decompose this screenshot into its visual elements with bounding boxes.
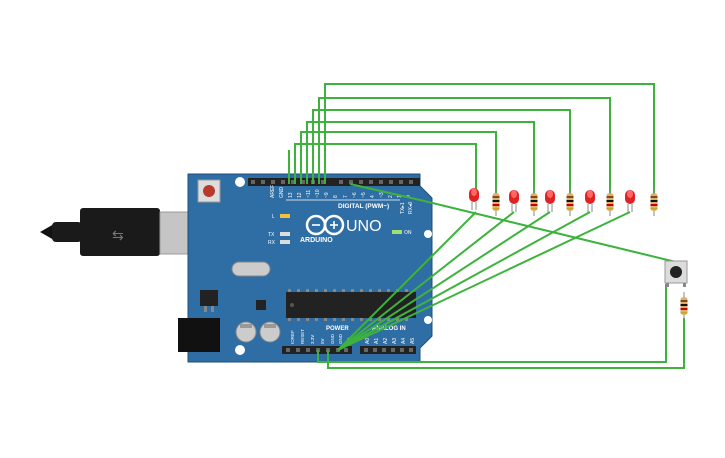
tx-arrow-label: TX▸1 — [400, 202, 406, 214]
usb-cable[interactable]: ⇆ — [40, 208, 191, 256]
wire[interactable] — [337, 211, 591, 351]
pin-label: A1 — [374, 338, 380, 344]
resistor[interactable] — [680, 292, 688, 320]
pin-label: 12 — [297, 192, 303, 198]
wire[interactable] — [337, 211, 477, 351]
resistor[interactable] — [606, 188, 614, 216]
model-label: UNO — [346, 218, 382, 235]
pin-label: ~6 — [352, 192, 358, 198]
pin-label: 8 — [333, 195, 339, 198]
reset-button[interactable] — [197, 179, 221, 203]
wire[interactable] — [312, 109, 571, 198]
pin-label: 7 — [343, 195, 349, 198]
rx-arrow-label: RX◂0 — [408, 202, 414, 214]
resistor-row — [492, 188, 688, 320]
arduino-uno-board[interactable]: AREF GND 13 12 ~11 ~10 ~9 8 7 ~6 ~5 4 ~3… — [178, 173, 433, 363]
wire — [294, 143, 477, 198]
resistor[interactable] — [492, 188, 500, 216]
wire[interactable] — [337, 211, 515, 351]
l-label: L — [272, 214, 275, 220]
led[interactable] — [545, 190, 555, 212]
brand-label: ARDUINO — [300, 237, 333, 244]
pin-label: ~11 — [306, 190, 312, 198]
rx-label: RX — [268, 240, 276, 246]
pin-label: A4 — [401, 338, 407, 344]
led[interactable] — [509, 190, 519, 212]
wire[interactable] — [318, 97, 611, 198]
pin-label: 2 — [388, 195, 394, 198]
pin-label: 4 — [370, 195, 376, 198]
wire[interactable] — [300, 131, 497, 198]
l-led-icon — [280, 214, 290, 218]
pin-label: ~5 — [361, 192, 367, 198]
wire[interactable] — [327, 318, 685, 369]
pushbutton[interactable] — [664, 260, 688, 287]
arduino-logo-icon — [305, 214, 345, 236]
wire[interactable] — [337, 211, 631, 351]
wire[interactable] — [306, 121, 535, 198]
wires[interactable] — [288, 83, 685, 369]
tx-label: TX — [268, 232, 275, 238]
resistor[interactable] — [530, 188, 538, 216]
rx-led-icon — [280, 240, 290, 244]
pin-label: 5V — [320, 338, 325, 344]
led[interactable] — [625, 190, 635, 212]
pin-label: ~3 — [379, 192, 385, 198]
power-jack[interactable] — [178, 318, 220, 352]
pin-label: A2 — [383, 338, 389, 344]
wire[interactable] — [317, 284, 667, 363]
pin-label: ~10 — [315, 189, 321, 198]
pin-label: GND — [330, 333, 335, 344]
pin-label: 1 — [397, 195, 403, 198]
wire[interactable] — [337, 211, 551, 351]
analog-label: ANALOG IN — [372, 326, 406, 332]
resistor[interactable] — [650, 188, 658, 216]
crystal-oscillator — [231, 261, 271, 277]
pin-label: 3.3V — [310, 335, 315, 344]
on-label: ON — [404, 230, 412, 236]
pin-label: ~9 — [324, 192, 330, 198]
pin-label: A3 — [392, 338, 398, 344]
digital-header-label: DIGITAL (PWM~) — [338, 203, 389, 210]
on-led-icon — [392, 230, 402, 234]
resistor[interactable] — [566, 188, 574, 216]
pin-label: A0 — [365, 338, 371, 344]
pin-label: RESET — [300, 329, 305, 344]
pin-label: GND — [338, 333, 343, 344]
digital-header[interactable] — [248, 178, 420, 186]
pin-label: IOREF — [290, 330, 295, 344]
pin-label: A5 — [410, 338, 416, 344]
power-label: POWER — [326, 326, 349, 332]
analog-header[interactable] — [360, 346, 416, 354]
pin-label: 13 — [288, 192, 294, 198]
voltage-regulator — [200, 290, 218, 306]
led[interactable] — [469, 188, 479, 210]
svg-text:⇆: ⇆ — [112, 227, 124, 243]
pin-label: AREF — [270, 185, 276, 198]
tx-led-icon — [280, 232, 290, 236]
wire[interactable] — [324, 83, 655, 198]
led-row — [469, 188, 635, 212]
led[interactable] — [585, 190, 595, 212]
pin-label: GND — [279, 187, 285, 199]
wire[interactable] — [349, 183, 677, 263]
